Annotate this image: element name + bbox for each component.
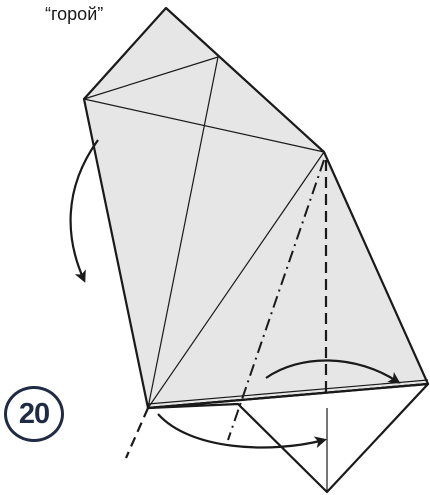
- fold-arrow-bottom: [157, 413, 327, 449]
- valley-fold-line-extension: [124, 407, 150, 459]
- mountain-fold-line: [227, 159, 325, 441]
- step-number-badge: 20: [4, 386, 64, 442]
- paper-main-flap: [82, 6, 430, 410]
- fold-caption: “горой”: [45, 4, 104, 24]
- fold-arrow-left: [69, 139, 99, 283]
- crease-lines: [83, 56, 429, 492]
- step-number: 20: [18, 397, 50, 430]
- fold-arrow-right: [265, 359, 401, 384]
